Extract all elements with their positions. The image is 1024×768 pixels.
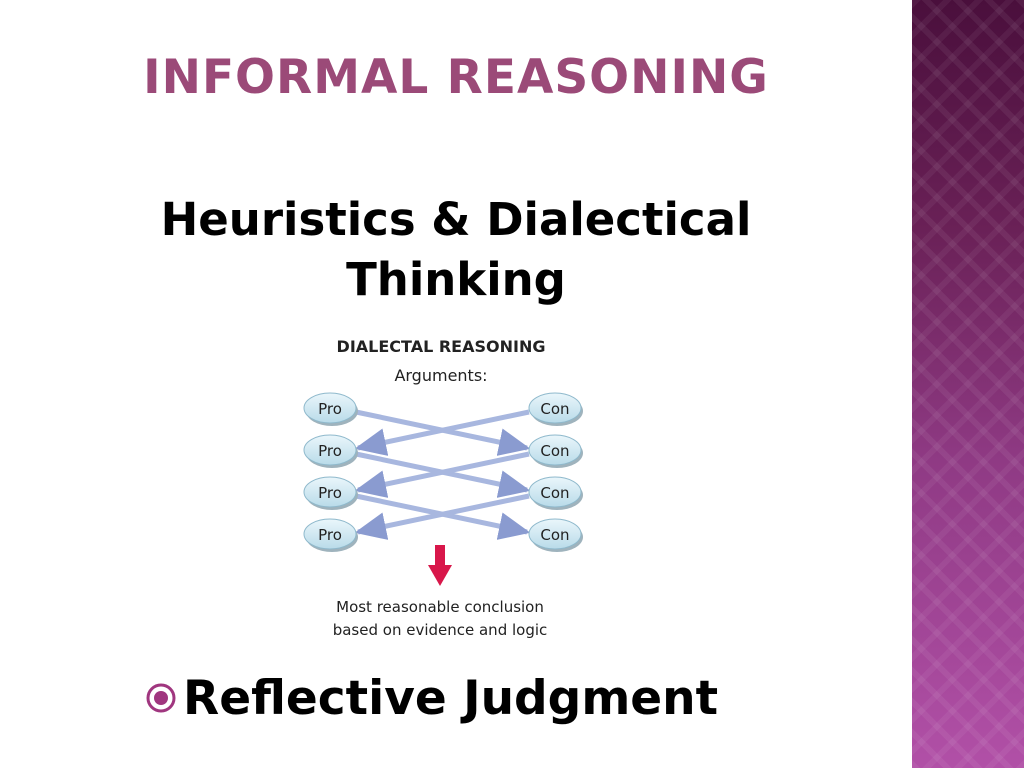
pro-pill: Pro — [303, 392, 358, 426]
argument-connectors — [354, 409, 531, 540]
con-pill: Con — [528, 476, 583, 510]
pro-pill-label: Pro — [318, 400, 342, 418]
conclusion-line-1: Most reasonable conclusion — [336, 598, 544, 616]
pro-pill-label: Pro — [318, 484, 342, 502]
pro-pill: Pro — [303, 518, 358, 552]
con-pill-label: Con — [540, 484, 569, 502]
bullet-item: Reflective Judgment — [145, 668, 718, 728]
diagram-subheading: Arguments: — [394, 366, 487, 385]
slide-title: INFORMAL REASONING — [143, 50, 769, 105]
pro-pill-label: Pro — [318, 442, 342, 460]
con-pill-shape — [528, 392, 582, 424]
subtitle-line-2: Thinking — [346, 253, 566, 306]
con-pill-shape — [528, 518, 582, 550]
pro-pill: Pro — [303, 434, 358, 468]
down-arrow-icon — [428, 545, 452, 586]
pro-pill-shape — [303, 476, 357, 508]
conclusion-line-2: based on evidence and logic — [333, 621, 548, 639]
con-pill-label: Con — [540, 526, 569, 544]
con-to-pro-arrow — [354, 409, 530, 456]
con-pill-label: Con — [540, 442, 569, 460]
circle-bullet-icon — [146, 683, 176, 713]
decorative-side-band — [912, 0, 1024, 768]
con-pill: Con — [528, 392, 583, 426]
subtitle-line-1: Heuristics & Dialectical — [160, 193, 752, 246]
pro-pill: Pro — [303, 476, 358, 510]
pro-pill-shape — [303, 392, 357, 424]
pro-pill-shape — [303, 518, 357, 550]
con-to-pro-arrow — [354, 451, 530, 498]
con-pill: Con — [528, 434, 583, 468]
slide-subtitle: Heuristics & Dialectical Thinking — [40, 190, 872, 310]
bullet-text: Reflective Judgment — [183, 670, 719, 726]
con-pill: Con — [528, 518, 583, 552]
con-pill-shape — [528, 476, 582, 508]
con-to-pro-arrow — [354, 493, 530, 540]
con-pill-label: Con — [540, 400, 569, 418]
diagram-heading: DIALECTAL REASONING — [337, 337, 546, 356]
con-pill-shape — [528, 434, 582, 466]
pro-pill-shape — [303, 434, 357, 466]
pro-pill-label: Pro — [318, 526, 342, 544]
